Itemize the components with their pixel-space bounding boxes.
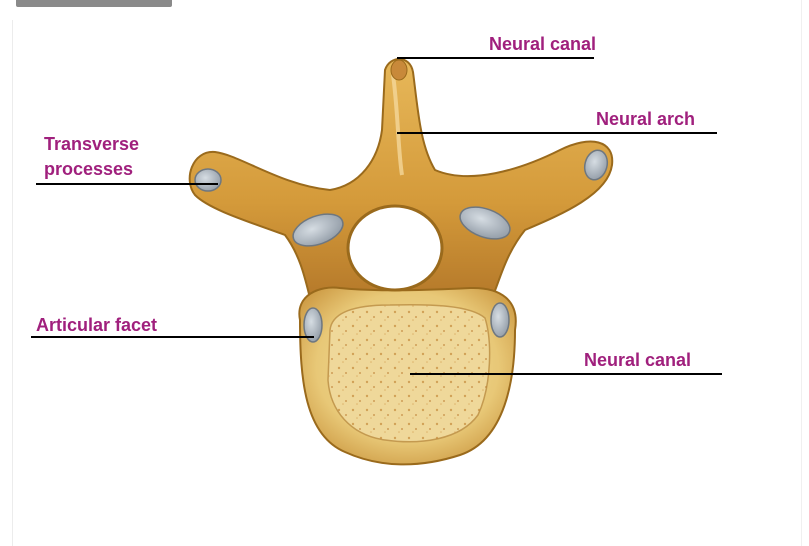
- label-articular-facet: Articular facet: [36, 314, 157, 337]
- leader-transverse-processes: [36, 183, 218, 185]
- label-neural-canal-body: Neural canal: [584, 349, 691, 372]
- leader-neural-canal-top: [397, 57, 594, 59]
- leader-neural-canal-body: [410, 373, 722, 375]
- spinous-process-tip: [391, 60, 407, 80]
- label-neural-canal-top: Neural canal: [489, 33, 596, 56]
- label-transverse-line1: Transverse: [44, 133, 139, 156]
- transverse-facet-left: [195, 169, 221, 191]
- label-transverse-line2: processes: [44, 158, 133, 181]
- leader-neural-arch: [397, 132, 717, 134]
- body-facet-right: [491, 303, 509, 337]
- vertebral-foramen: [348, 206, 442, 290]
- label-neural-arch: Neural arch: [596, 108, 695, 131]
